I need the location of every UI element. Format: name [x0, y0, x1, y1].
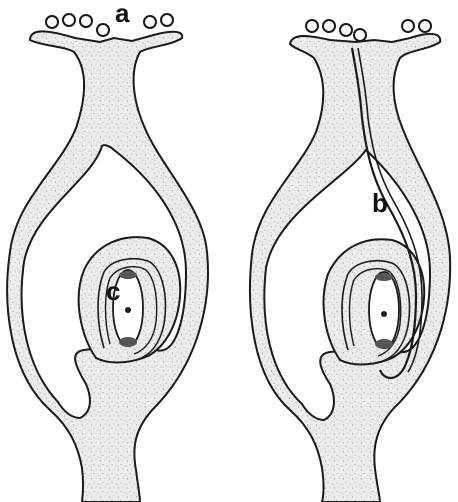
antipodal-cells-right [375, 273, 393, 281]
pollen-grains-left [46, 14, 173, 36]
antipodal-cells-left [119, 271, 137, 279]
pistil-right [250, 20, 450, 502]
egg-apparatus-left [119, 337, 137, 347]
nucleus-right [381, 311, 387, 317]
label-b: b [372, 188, 388, 218]
nucleus-left [125, 307, 131, 313]
egg-apparatus-right [375, 339, 393, 349]
pistil-left [7, 14, 208, 502]
label-c: c [106, 276, 120, 306]
embryo-sac-right [369, 272, 399, 348]
label-a: a [115, 0, 130, 28]
